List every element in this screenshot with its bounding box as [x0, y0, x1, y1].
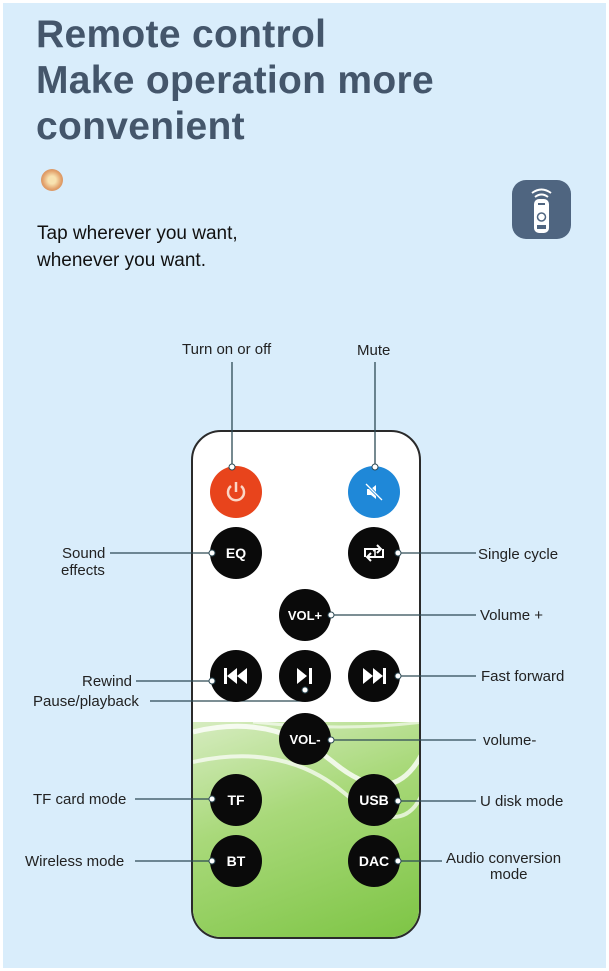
mute-icon [364, 482, 384, 502]
vol-down-label: VOL- [289, 731, 321, 747]
play-pause-icon [297, 668, 312, 684]
eq-button[interactable]: EQ [210, 527, 262, 579]
label-bt: Wireless mode [25, 853, 125, 870]
power-icon [226, 482, 246, 502]
label-dac-mode: mode [490, 866, 528, 883]
rewind-button[interactable] [210, 650, 262, 702]
volume-down-button[interactable]: VOL- [279, 713, 331, 765]
subtitle: Tap wherever you want, whenever you want… [37, 220, 238, 274]
repeat-one-icon [364, 544, 384, 562]
tf-label: TF [227, 792, 245, 808]
title-line: Remote control [36, 13, 327, 56]
mute-button[interactable] [348, 466, 400, 518]
label-tf: TF card mode [33, 791, 127, 808]
label-mute: Mute [357, 342, 391, 359]
fast-forward-button[interactable] [348, 650, 400, 702]
amber-dot-icon [41, 169, 63, 191]
page-title: Remote control Make operation more conve… [36, 12, 434, 150]
usb-label: USB [359, 792, 389, 808]
label-sound: Sound [62, 545, 106, 562]
power-button[interactable] [210, 466, 262, 518]
dac-button[interactable]: DAC [348, 835, 400, 887]
title-line: Make operation more [36, 59, 434, 102]
skip-forward-icon [363, 668, 386, 684]
label-effects: effects [61, 562, 105, 579]
skip-back-icon [224, 668, 247, 684]
label-power: Turn on or off [182, 341, 272, 358]
label-volume-down: volume- [483, 732, 537, 749]
label-usb: U disk mode [480, 793, 564, 810]
bt-label: BT [226, 853, 246, 869]
dac-label: DAC [358, 853, 390, 869]
single-cycle-button[interactable] [348, 527, 400, 579]
label-dac: Audio conversion [446, 850, 562, 867]
label-single-cycle: Single cycle [478, 546, 559, 563]
remote-app-icon [512, 180, 571, 239]
label-rewind: Rewind [82, 673, 133, 690]
eq-label: EQ [225, 545, 247, 561]
tf-button[interactable]: TF [210, 774, 262, 826]
title-line: convenient [36, 105, 245, 148]
bt-button[interactable]: BT [210, 835, 262, 887]
volume-up-button[interactable]: VOL+ [279, 589, 331, 641]
subtitle-line: whenever you want. [37, 250, 206, 271]
usb-button[interactable]: USB [348, 774, 400, 826]
subtitle-line: Tap wherever you want, [37, 223, 238, 244]
label-volume-up: Volume + [480, 607, 543, 624]
label-fast-forward: Fast forward [481, 668, 565, 685]
vol-up-label: VOL+ [287, 607, 323, 623]
label-pause: Pause/playback [33, 693, 139, 710]
